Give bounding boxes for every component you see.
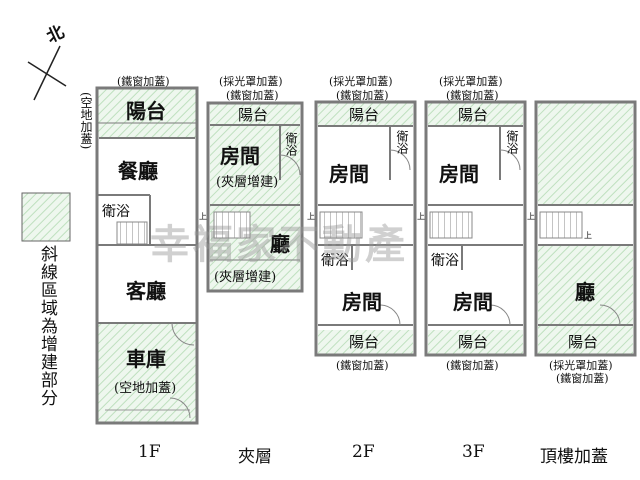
stair-up-marker: 上 [307,212,315,221]
stair-up-marker: 上 [584,231,592,240]
3f-room-bottom: 房間 [453,290,493,314]
3f-top-note2: (鐵窗加蓋) [446,89,499,102]
1f-garage: 車庫 [126,347,166,371]
floor-label-3f: 3F [462,442,485,462]
2f-bottom-note: (鐵窗加蓋) [336,359,389,372]
mezz-room: 房間 [220,144,260,168]
mezz-top-note1: (採光罩加蓋) [219,75,283,88]
floor-label-roof: 頂樓加蓋 [540,447,608,467]
mezz-balcony: 陽台 [238,106,269,124]
3f-balcony-bottom: 陽台 [458,333,489,351]
2f-top-note1: (採光罩加蓋) [329,75,393,88]
floor-mezz-plan [206,101,304,293]
1f-balcony: 陽台 [126,99,166,123]
stair-up-marker: 上 [527,212,535,221]
roof-hall: 廳 [575,280,595,304]
3f-room-top: 房間 [439,162,479,186]
floor-roof-plan [534,100,637,357]
legend-swatch [21,192,71,242]
2f-room-top: 房間 [329,162,369,186]
mezz-top-note2: (鐵窗加蓋) [226,89,279,102]
roof-bottom-note2: (鐵窗加蓋) [556,372,609,385]
stair-up-marker: 上 [199,212,207,221]
floor-3f-plan [424,100,527,357]
1f-side-note: (空地加蓋) [79,92,93,150]
3f-bathroom-bottom: 衛浴 [431,253,459,269]
watermark: 幸福家不動產 [150,222,408,268]
floor-label-2f: 2F [352,442,375,462]
mezz-hall: 廳 [270,232,290,256]
2f-bathroom-top: 衛浴 [395,130,409,154]
2f-balcony-bottom: 陽台 [349,333,380,351]
1f-dining: 餐廳 [118,159,158,183]
mezz-room-note: (夾層增建) [216,175,279,190]
stair-up-marker: 上 [417,212,425,221]
floor-label-mezz: 夾層 [238,447,272,467]
1f-bathroom: 衛浴 [102,204,130,220]
1f-garage-note: (空地加蓋) [114,381,177,396]
roof-balcony: 陽台 [568,333,599,351]
2f-balcony-top: 陽台 [349,106,380,124]
3f-top-note1: (採光罩加蓋) [439,75,503,88]
floor-2f-plan [314,100,417,357]
floor-1f-plan [95,86,199,425]
2f-bathroom-bottom: 衛浴 [321,253,349,269]
1f-living: 客廳 [126,279,166,303]
floor-label-1f: 1F [138,442,161,462]
mezz-hall-note: (夾層增建) [214,270,277,285]
2f-room-bottom: 房間 [342,290,382,314]
2f-top-note2: (鐵窗加蓋) [336,89,389,102]
3f-bathroom-top: 衛浴 [505,130,519,154]
3f-bottom-note: (鐵窗加蓋) [446,359,499,372]
roof-bottom-note1: (採光罩加蓋) [549,359,613,372]
3f-balcony-top: 陽台 [458,106,489,124]
mezz-bathroom: 衛浴 [284,132,298,156]
1f-top-note: (鐵窗加蓋) [117,75,170,88]
legend-text: 斜線區域為增建部分 [37,245,57,407]
compass [27,45,67,101]
